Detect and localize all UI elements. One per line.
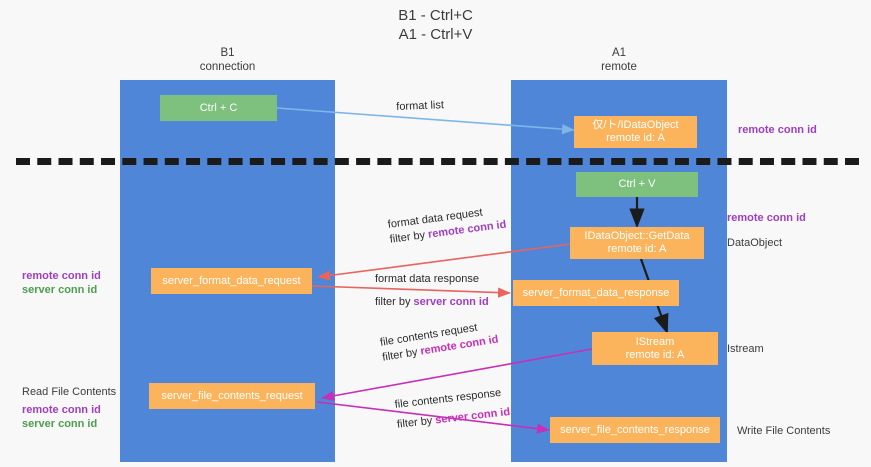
annotation-read-file-contents: Read File Contents [22, 386, 117, 398]
edge-label-format-data-request: format data request filter by remote con… [387, 203, 507, 248]
node-ctrl-c[interactable]: Ctrl + C [160, 95, 277, 121]
annotation-left-remote-conn-id: remote conn id [22, 270, 101, 282]
edge-label-format-list: format list [396, 98, 444, 115]
edge-label-file-contents-response: file contents response filter by server … [394, 385, 511, 433]
node-server-format-data-response-label: server_format_data_response [522, 286, 670, 299]
edge-label-format-data-response-line1: format data response [375, 273, 479, 285]
node-idataobject-getdata[interactable]: IDataObject::GetData remote id: A [570, 227, 704, 259]
annotation-istream: Istream [727, 343, 764, 355]
node-server-format-data-request-label: server_format_data_request [162, 274, 301, 287]
node-ctrl-v[interactable]: Ctrl + V [576, 172, 698, 197]
swimlane-a1-name: A1 [611, 47, 627, 59]
annotation-left-file-remote-conn-id: remote conn id [22, 404, 101, 416]
node-server-file-contents-request[interactable]: server_file_contents_request [149, 383, 315, 409]
swimlane-b1-role: connection [199, 61, 256, 73]
node-server-file-contents-request-label: server_file_contents_request [161, 389, 303, 402]
filter-key-server-conn-id: server conn id [434, 405, 511, 427]
swimlane-a1-role: remote [601, 61, 637, 73]
node-istream-remote-id: remote id: A [625, 348, 685, 361]
node-server-file-contents-response-label: server_file_contents_response [560, 423, 710, 436]
filter-by-prefix: filter by [375, 296, 414, 308]
edge-label-format-data-response: format data response filter by server co… [375, 272, 489, 310]
node-ctrl-c-label: Ctrl + C [199, 101, 238, 114]
node-server-format-data-response[interactable]: server_format_data_response [513, 280, 679, 306]
phase-divider [16, 158, 859, 165]
edge-label-format-data-response-line2: filter by server conn id [375, 295, 489, 310]
node-istream-label: IStream [635, 335, 675, 348]
diagram-title: B1 - Ctrl+C A1 - Ctrl+V [0, 6, 871, 44]
filter-by-prefix: filter by [389, 228, 429, 246]
node-idataobject-getdata-label: IDataObject::GetData [584, 230, 690, 242]
annotation-left-file-server-conn-id: server conn id [22, 418, 98, 430]
node-server-format-data-request[interactable]: server_format_data_request [151, 268, 312, 294]
filter-by-prefix: filter by [396, 414, 437, 431]
swimlane-header-b1: B1 connection [120, 46, 335, 74]
node-idataobject-remote-id: remote id: A [606, 132, 665, 144]
annotation-write-file-contents: Write File Contents [737, 425, 831, 437]
title-line-2: A1 - Ctrl+V [398, 26, 473, 43]
node-idataobject[interactable]: 仅/ト/IDataObject remote id: A [574, 116, 697, 148]
node-istream[interactable]: IStream remote id: A [592, 332, 718, 365]
annotation-right-remote-conn-id-mid: remote conn id [727, 212, 806, 224]
annotation-left-server-conn-id: server conn id [22, 284, 98, 296]
filter-key-server-conn-id: server conn id [413, 296, 489, 308]
edge-label-file-contents-request: file contents request filter by remote c… [379, 318, 500, 366]
annotation-right-remote-conn-id-top: remote conn id [738, 124, 817, 136]
edge-label-format-list-text: format list [396, 99, 445, 113]
node-ctrl-v-label: Ctrl + V [618, 178, 656, 190]
title-line-1: B1 - Ctrl+C [398, 7, 473, 24]
annotation-dataobject: DataObject [727, 237, 783, 249]
node-idataobject-getdata-remote-id: remote id: A [607, 243, 667, 255]
swimlane-header-a1: A1 remote [511, 46, 727, 74]
node-idataobject-label: 仅/ト/IDataObject [592, 119, 679, 131]
node-server-file-contents-response[interactable]: server_file_contents_response [550, 417, 720, 443]
swimlane-b1-name: B1 [220, 47, 235, 59]
